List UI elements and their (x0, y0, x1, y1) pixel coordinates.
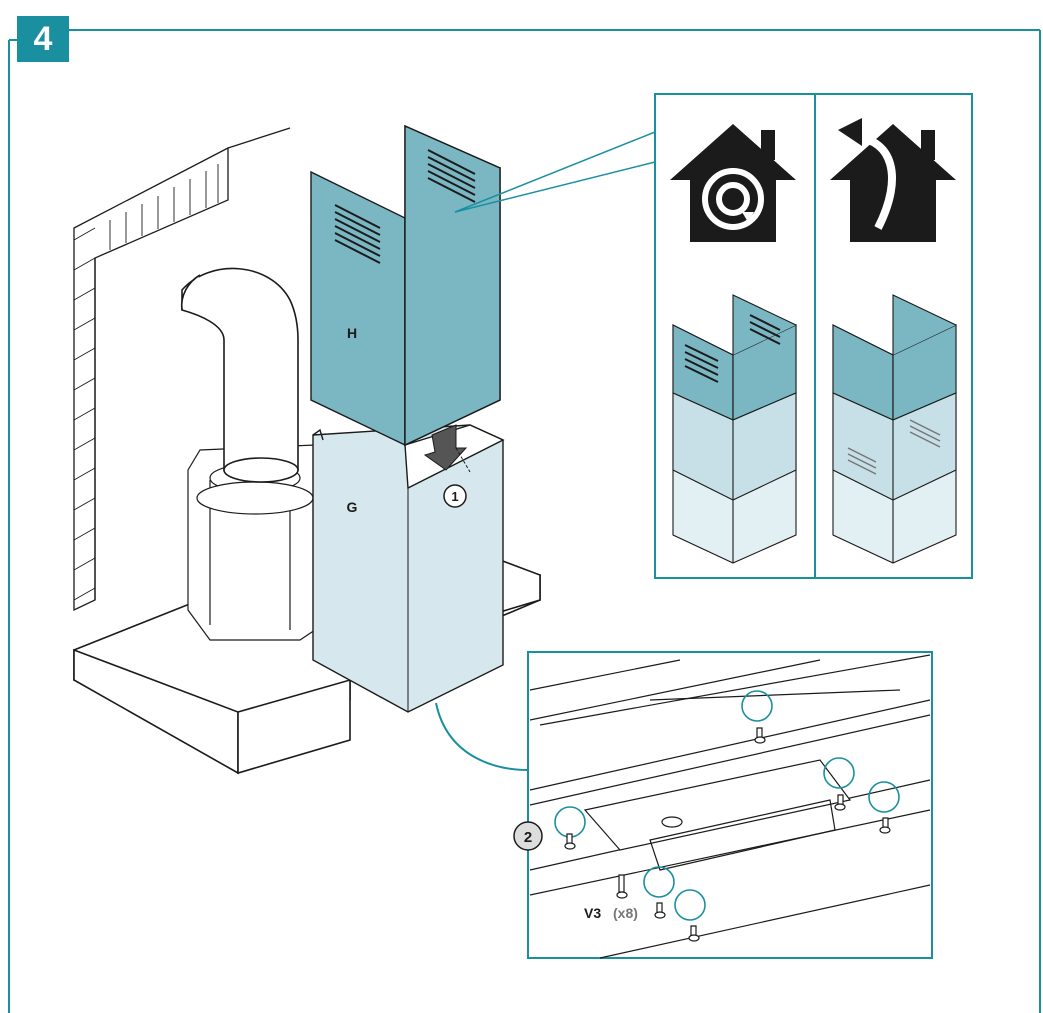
callout-1: 1 (443, 484, 467, 508)
step-number-badge: 4 (17, 16, 69, 62)
callout-2: 2 (513, 821, 543, 851)
vent-grille-side (427, 149, 476, 203)
screw-highlight-rings (554, 690, 900, 921)
upper-chimney-h (310, 124, 501, 447)
detail-panel: 2 V3 (x8) (513, 651, 933, 959)
part-label-g: G (347, 499, 358, 515)
detail-leader (435, 702, 529, 771)
screw-code-label: V3 (584, 905, 601, 921)
vent-grille-front (334, 204, 381, 264)
exhaust-pipe (180, 267, 299, 483)
recirculation-house-icon (670, 124, 796, 242)
lower-chimney-g (312, 424, 505, 713)
recirculation-chimney (672, 294, 797, 564)
step-frame (8, 29, 1041, 1013)
insert-arrow-icon (423, 424, 471, 473)
callout-2-label: 2 (524, 829, 532, 846)
extraction-house-icon (830, 118, 956, 242)
hood-canopy (73, 558, 541, 775)
screw-icons (564, 727, 891, 942)
mode-leader-lines (454, 131, 656, 213)
screw-quantity-label: (x8) (613, 905, 638, 921)
extraction-chimney (832, 294, 957, 564)
wall (73, 127, 291, 612)
callout-1-label: 1 (451, 489, 458, 504)
part-label-h: H (347, 325, 357, 341)
